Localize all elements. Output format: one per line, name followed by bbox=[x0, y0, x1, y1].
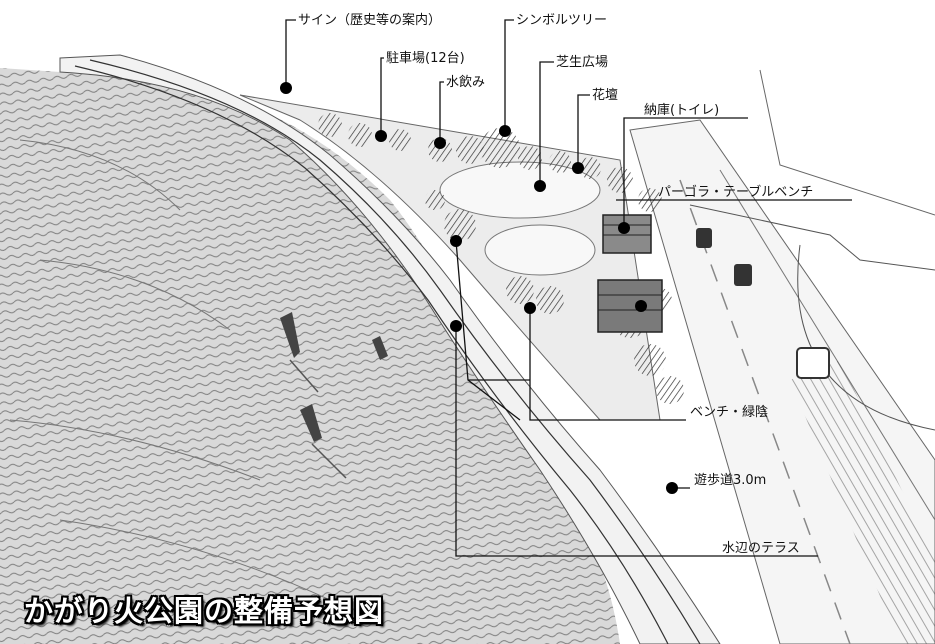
car-3 bbox=[796, 347, 830, 379]
marker-terrace bbox=[450, 320, 462, 332]
label-promenade: 遊歩道3.0m bbox=[694, 473, 766, 488]
label-terrace: 水辺のテラス bbox=[722, 541, 800, 556]
label-bench: ベンチ・緑陰 bbox=[690, 405, 768, 420]
trees bbox=[318, 113, 684, 404]
embankment bbox=[59, 54, 721, 644]
road bbox=[629, 69, 935, 644]
label-toilet: 納庫(トイレ) bbox=[644, 103, 719, 118]
marker-toilet bbox=[618, 222, 630, 234]
callout-dots bbox=[280, 82, 678, 494]
label-flowerbed: 花壇 bbox=[592, 87, 618, 103]
car-2 bbox=[734, 264, 752, 286]
label-sign: サイン（歴史等の案内） bbox=[298, 12, 441, 28]
label-symbol-tree: シンボルツリー bbox=[516, 13, 607, 28]
storehouse-building bbox=[597, 279, 663, 333]
leader-lines bbox=[285, 19, 852, 557]
marker-symbol-tree bbox=[499, 125, 511, 137]
marker-bench-1 bbox=[450, 235, 462, 247]
label-pergola: パーゴラ・テーブルベンチ bbox=[658, 184, 813, 200]
marker-parking bbox=[375, 130, 387, 142]
marker-flowerbed bbox=[572, 162, 584, 174]
boat-1 bbox=[280, 312, 319, 393]
caption-title: かがり火公園の整備予想図 bbox=[24, 594, 385, 628]
car-1 bbox=[696, 228, 712, 248]
park-area bbox=[239, 94, 661, 421]
label-parking: 駐車場(12台) bbox=[386, 51, 465, 66]
marker-water bbox=[434, 137, 446, 149]
marker-sign bbox=[280, 82, 292, 94]
river-water bbox=[0, 68, 620, 644]
marker-pergola bbox=[635, 300, 647, 312]
marker-promenade bbox=[666, 482, 678, 494]
label-water: 水飲み bbox=[446, 74, 485, 90]
pergola-structure bbox=[602, 214, 652, 254]
boat-2 bbox=[372, 336, 388, 360]
marker-bench-2 bbox=[524, 302, 536, 314]
label-lawn: 芝生広場 bbox=[556, 54, 608, 70]
boat-3 bbox=[300, 404, 347, 479]
marker-lawn bbox=[534, 180, 546, 192]
